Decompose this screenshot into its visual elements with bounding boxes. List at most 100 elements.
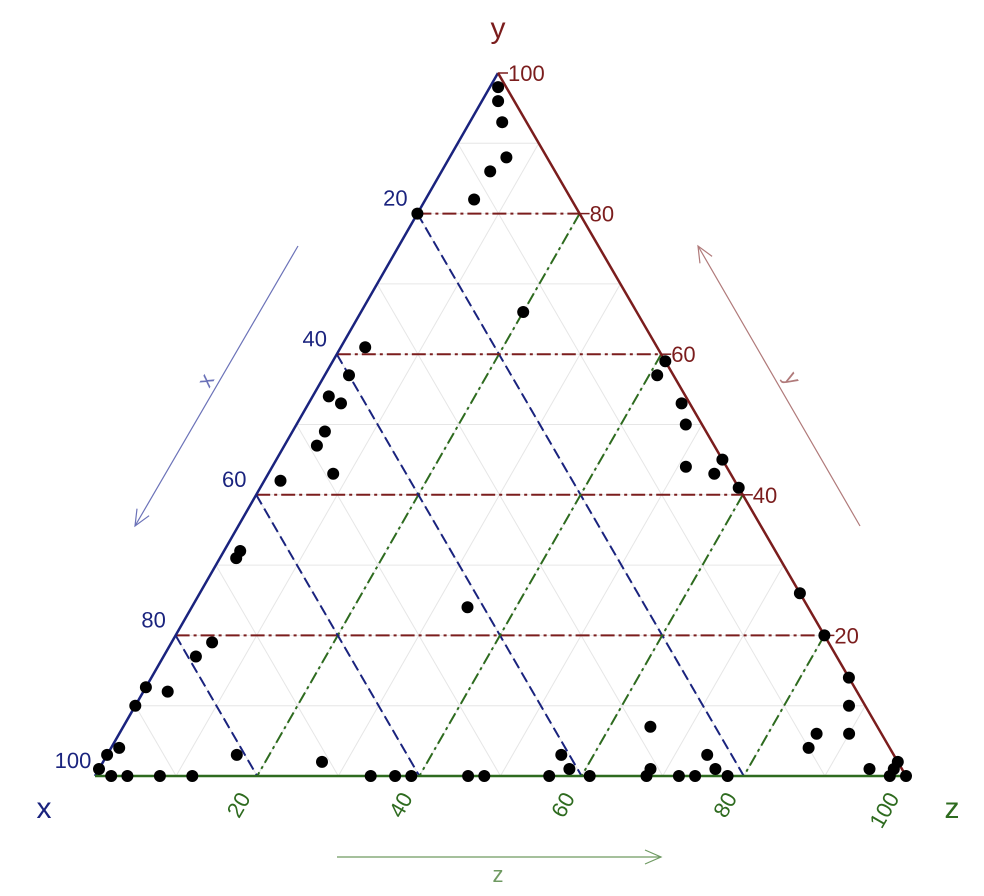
edge-left [93, 72, 500, 777]
triangle-edges [93, 72, 908, 778]
data-point [679, 418, 692, 431]
data-point [583, 770, 596, 782]
data-point [462, 770, 475, 782]
data-point [206, 636, 219, 649]
data-point [461, 601, 474, 614]
data-point [364, 770, 377, 782]
grid-line-x-30 [376, 283, 664, 777]
data-point [563, 763, 576, 775]
grid-line-z-30 [337, 283, 621, 777]
tick-label-z-60: 60 [546, 788, 580, 822]
ref-line-z-80 [742, 634, 826, 777]
data-point [721, 770, 734, 782]
data-point [793, 587, 806, 600]
data-point [709, 763, 722, 775]
ref-line-x-40 [335, 353, 583, 777]
data-point [468, 193, 481, 206]
vertex-label-z: z [945, 792, 960, 825]
tick-label-x-60: 60 [222, 467, 247, 492]
data-point [644, 763, 657, 775]
grid-line-z-10 [175, 143, 540, 777]
data-point [318, 425, 331, 438]
data-point [842, 671, 855, 684]
data-point [129, 699, 142, 712]
reference-lines [174, 212, 826, 777]
tick-label-z-100: 100 [864, 788, 904, 832]
data-point [316, 755, 328, 768]
edge-right [496, 72, 908, 777]
data-point [230, 552, 243, 565]
tick-label-y-60: 60 [671, 342, 695, 367]
data-point [716, 453, 729, 466]
ref-line-x-60 [255, 494, 421, 777]
data-point [672, 770, 685, 782]
data-point [405, 770, 418, 782]
ref-line-x-80 [174, 634, 259, 777]
data-point [230, 748, 243, 761]
axis-title-z: z [493, 862, 504, 887]
data-point [153, 770, 166, 782]
grid-line-z-70 [662, 564, 785, 777]
tick-label-z-40: 40 [384, 788, 418, 822]
vertex-label-x: x [37, 792, 52, 825]
grid-lines [134, 142, 866, 777]
data-point [701, 748, 714, 761]
vertex-label-y: y [491, 12, 506, 45]
axis-arrow-z: z [337, 849, 663, 887]
data-point [327, 467, 340, 480]
axis-title-x: x [192, 369, 219, 391]
tick-label-y-100: 100 [508, 61, 545, 86]
grid-line-x-90 [134, 705, 177, 777]
data-point [359, 341, 372, 354]
tick-label-y-40: 40 [753, 483, 777, 508]
data-point [335, 397, 347, 410]
data-point [500, 151, 513, 164]
axis-arrow-y: y [697, 244, 861, 527]
data-point [651, 369, 664, 382]
data-point [863, 763, 876, 775]
grid-line-z-90 [824, 705, 866, 777]
data-point [189, 650, 202, 663]
data-point [679, 460, 692, 473]
tick-label-x-40: 40 [302, 326, 327, 351]
data-point [186, 770, 199, 782]
grid-line-x-70 [215, 564, 339, 777]
data-point [843, 727, 856, 740]
data-point [478, 770, 491, 782]
tick-label-x-20: 20 [383, 186, 408, 211]
data-point [492, 95, 505, 108]
tick-label-z-20: 20 [222, 788, 256, 822]
data-point [732, 481, 745, 494]
data-point [343, 369, 355, 382]
data-point [802, 741, 815, 754]
data-point [883, 770, 896, 782]
data-point [543, 770, 556, 782]
data-point [389, 770, 402, 782]
grid-line-x-50 [296, 424, 501, 777]
data-point [161, 685, 174, 698]
data-point [101, 748, 114, 761]
grid-line-z-50 [500, 424, 703, 777]
data-point [891, 755, 904, 768]
data-point [517, 306, 530, 318]
data-point [411, 207, 424, 220]
data-point [555, 748, 568, 761]
data-point [113, 741, 126, 754]
data-point [708, 467, 721, 480]
ref-line-z-60 [580, 494, 744, 777]
data-point [310, 439, 323, 452]
data-point [818, 629, 831, 642]
tick-label-y-20: 20 [834, 623, 858, 648]
grid-line-x-10 [457, 143, 826, 777]
tick-label-x-100: 100 [55, 748, 92, 773]
data-point [496, 116, 509, 129]
tick-label-x-80: 80 [141, 607, 166, 632]
data-point [105, 770, 118, 782]
tick-label-z-80: 80 [708, 788, 742, 822]
data-point [93, 763, 105, 775]
data-point [121, 770, 134, 782]
data-point [900, 770, 912, 782]
data-point [659, 355, 672, 368]
data-point [484, 165, 497, 178]
